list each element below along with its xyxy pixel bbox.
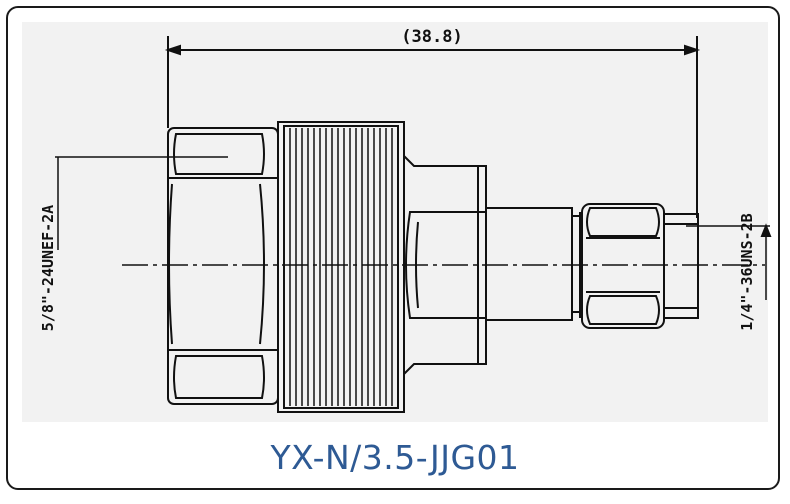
left-thread-leader — [55, 156, 228, 250]
adapter-neck — [485, 207, 581, 321]
sma-tip — [663, 213, 699, 319]
middle-hex — [405, 211, 487, 319]
overall-dimension — [164, 36, 701, 218]
drawing-background — [22, 22, 768, 422]
left-thread-label: 5/8"-24UNEF-2A — [39, 205, 57, 331]
model-number: YX-N/3.5-JJG01 — [270, 438, 520, 477]
knurled-body — [277, 121, 405, 413]
right-thread-label: 1/4"-36UNS-2B — [738, 213, 756, 330]
right-thread-leader — [686, 223, 772, 300]
sma-hex-nut — [581, 203, 665, 329]
overall-length-label: (38.8) — [401, 27, 462, 47]
n-type-hex-nut — [167, 127, 279, 405]
